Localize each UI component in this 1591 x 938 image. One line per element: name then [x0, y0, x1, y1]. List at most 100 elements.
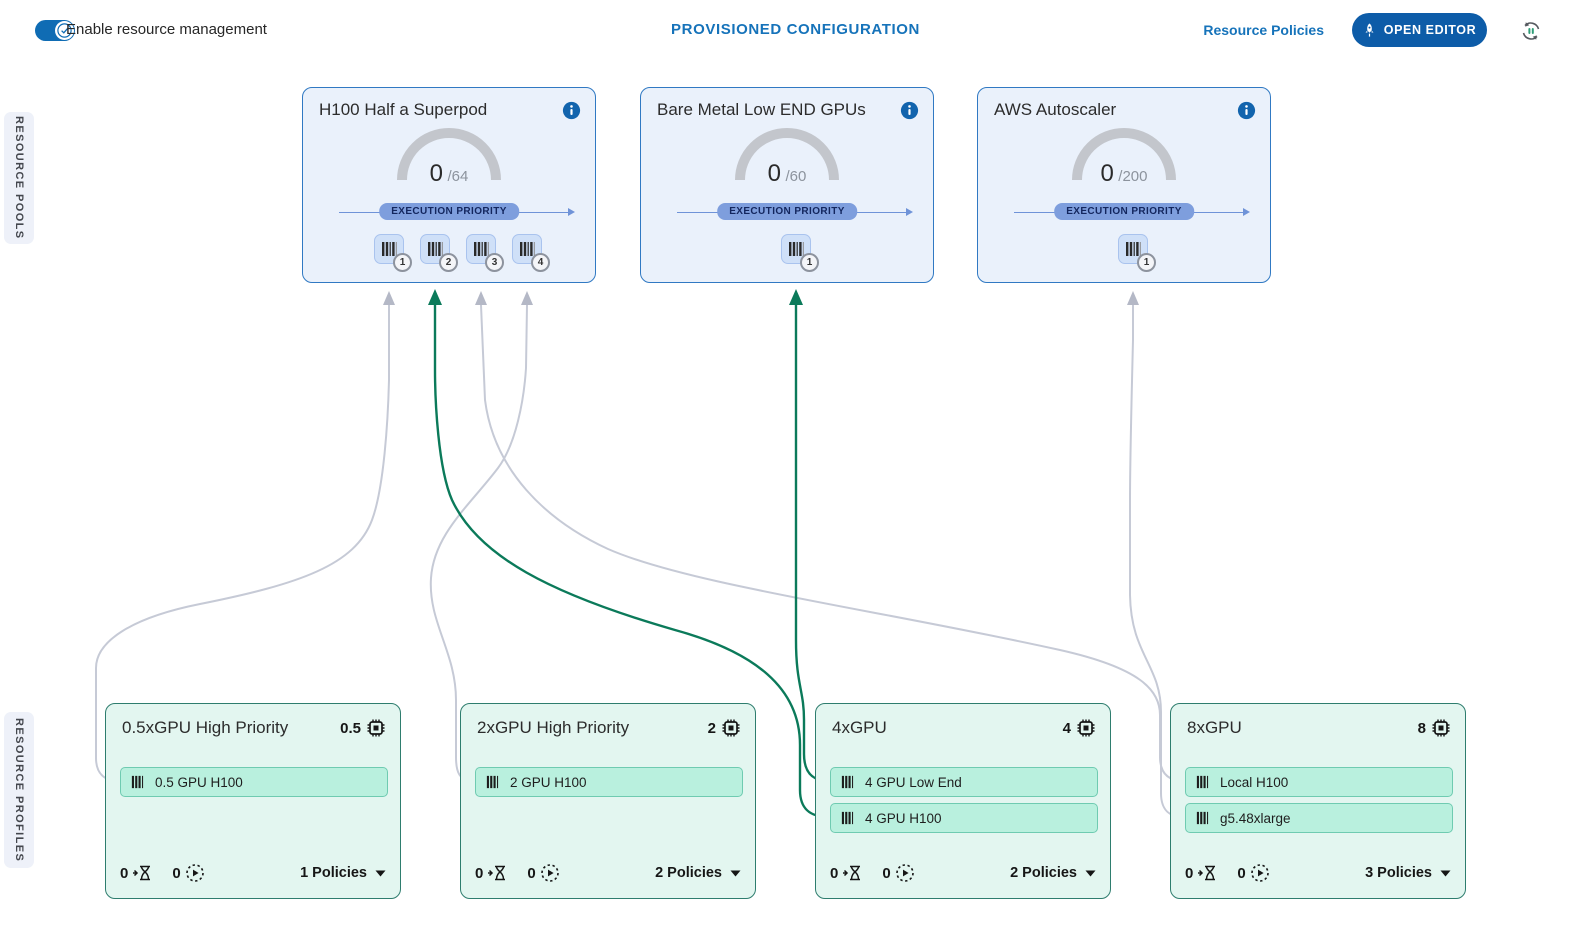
- chevron-down-icon: [375, 870, 386, 876]
- pending-stat: 0: [475, 864, 509, 882]
- priority-number-badge: 2: [439, 253, 458, 272]
- profile-footer: 0 0 1 Policies: [120, 861, 386, 885]
- profile-card-0-5xgpu-high-priority[interactable]: 0.5xGPU High Priority 0.5 0.5 GPU H100 0: [105, 703, 401, 899]
- policies-dropdown[interactable]: 1 Policies: [300, 865, 386, 881]
- priority-number-badge: 4: [531, 253, 550, 272]
- priority-number-badge: 1: [393, 253, 412, 272]
- gpu-type-label: Local H100: [1220, 774, 1289, 790]
- barcode-icon: [520, 242, 535, 256]
- resource-policies-link[interactable]: Resource Policies: [1203, 22, 1324, 38]
- gpu-type-label: 4 GPU H100: [865, 810, 942, 826]
- profile-footer: 0 0 3 Policies: [1185, 861, 1451, 885]
- priority-number-badge: 3: [485, 253, 504, 272]
- sync-pause-icon[interactable]: [1519, 19, 1543, 43]
- pending-hourglass-icon: [488, 865, 506, 881]
- running-stat: 0: [527, 863, 559, 883]
- chip-icon: [367, 719, 385, 737]
- pool-capacity: /60: [785, 168, 807, 185]
- gpu-type-chip[interactable]: 0.5 GPU H100: [120, 767, 388, 797]
- open-editor-button[interactable]: OPEN EDITOR: [1352, 13, 1487, 47]
- gpu-type-label: g5.48xlarge: [1220, 810, 1291, 826]
- rocket-icon: [1365, 23, 1374, 37]
- execution-priority-axis: EXECUTION PRIORITY: [303, 203, 595, 221]
- profile-card-2xgpu-high-priority[interactable]: 2xGPU High Priority 2 2 GPU H100 0: [460, 703, 756, 899]
- profile-chip[interactable]: 3: [466, 234, 504, 272]
- profile-card-4xgpu[interactable]: 4xGPU 4 4 GPU Low End 4 GPU H100: [815, 703, 1111, 899]
- pending-hourglass-icon: [1198, 865, 1216, 881]
- gpu-type-chip[interactable]: 4 GPU H100: [830, 803, 1098, 833]
- toggle-label: Enable resource management: [66, 21, 267, 38]
- policies-label: 3 Policies: [1365, 865, 1432, 881]
- chip-icon: [722, 719, 740, 737]
- pending-hourglass-icon: [133, 865, 151, 881]
- policies-label: 2 Policies: [1010, 865, 1077, 881]
- pending-count: 0: [830, 864, 839, 882]
- pending-count: 0: [475, 864, 484, 882]
- pending-count: 0: [1185, 864, 1194, 882]
- page-title: PROVISIONED CONFIGURATION: [671, 21, 920, 38]
- barcode-icon: [474, 242, 489, 256]
- profile-chip[interactable]: 1: [781, 234, 819, 272]
- pool-profile-chips: 1 2 3 4: [312, 234, 604, 272]
- connector-2xgpu-h100: [429, 304, 528, 782]
- profile-chip[interactable]: 2: [420, 234, 458, 272]
- gpu-type-chip[interactable]: Local H100: [1185, 767, 1453, 797]
- arrowhead: [475, 291, 487, 305]
- pool-name: H100 Half a Superpod: [319, 100, 488, 119]
- pending-count: 0: [120, 864, 129, 882]
- policies-dropdown[interactable]: 2 Policies: [1010, 865, 1096, 881]
- pool-capacity: /64: [447, 168, 469, 185]
- chip-icon: [1077, 719, 1095, 737]
- execution-priority-badge: EXECUTION PRIORITY: [379, 203, 519, 220]
- running-play-icon: [540, 864, 559, 882]
- gpu-type-chip[interactable]: 4 GPU Low End: [830, 767, 1098, 797]
- gpu-count-value: 0.5: [340, 719, 361, 737]
- profile-name: 4xGPU: [832, 718, 887, 737]
- pool-used: 0: [767, 160, 782, 187]
- info-icon[interactable]: [1237, 101, 1256, 120]
- pool-card-aws-autoscaler[interactable]: AWS Autoscaler 0 /200 EXECUTION PRIORITY…: [977, 87, 1271, 283]
- connector-halfgpu-h100: [95, 305, 390, 782]
- running-stat: 0: [172, 863, 204, 883]
- priority-arrow-icon: [906, 208, 913, 216]
- gpu-count-value: 2: [707, 719, 716, 737]
- profile-chip[interactable]: 4: [512, 234, 550, 272]
- chip-icon: [1432, 719, 1450, 737]
- policies-label: 1 Policies: [300, 865, 367, 881]
- pool-name: Bare Metal Low END GPUs: [657, 100, 866, 119]
- gpu-type-chip[interactable]: 2 GPU H100: [475, 767, 743, 797]
- profile-chip[interactable]: 1: [374, 234, 412, 272]
- profile-name: 2xGPU High Priority: [477, 718, 630, 737]
- pool-card-h100-half-superpod[interactable]: H100 Half a Superpod 0 /64 EXECUTION PRI…: [302, 87, 596, 283]
- profile-chip[interactable]: 1: [1118, 234, 1156, 272]
- pending-hourglass-icon: [843, 865, 861, 881]
- barcode-icon: [1196, 811, 1209, 825]
- barcode-icon: [1196, 775, 1209, 789]
- profile-footer: 0 0 2 Policies: [830, 861, 1096, 885]
- enable-resource-management-toggle[interactable]: [35, 20, 75, 41]
- pool-card-bare-metal-low-end[interactable]: Bare Metal Low END GPUs 0 /60 EXECUTION …: [640, 87, 934, 283]
- toggle-check-icon: [55, 21, 74, 40]
- policies-dropdown[interactable]: 2 Policies: [655, 865, 741, 881]
- running-count: 0: [527, 864, 536, 882]
- priority-arrow-icon: [568, 208, 575, 216]
- pool-name: AWS Autoscaler: [994, 100, 1117, 119]
- pool-usage: 0 /60: [641, 160, 933, 188]
- profile-card-8xgpu[interactable]: 8xGPU 8 Local H100 g5.48xlarge 0: [1170, 703, 1466, 899]
- connector-4xgpu-baremetal: [794, 305, 830, 783]
- profile-footer: 0 0 2 Policies: [475, 861, 741, 885]
- resource-pools-label: RESOURCE POOLS: [13, 116, 25, 240]
- info-icon[interactable]: [562, 101, 581, 120]
- policies-dropdown[interactable]: 3 Policies: [1365, 865, 1451, 881]
- priority-number-badge: 1: [1137, 253, 1156, 272]
- gpu-type-chip[interactable]: g5.48xlarge: [1185, 803, 1453, 833]
- execution-priority-axis: EXECUTION PRIORITY: [978, 203, 1270, 221]
- arrowhead: [428, 289, 442, 305]
- barcode-icon: [382, 242, 397, 256]
- execution-priority-badge: EXECUTION PRIORITY: [1054, 203, 1194, 220]
- info-icon[interactable]: [900, 101, 919, 120]
- execution-priority-axis: EXECUTION PRIORITY: [641, 203, 933, 221]
- pool-usage: 0 /64: [303, 160, 595, 188]
- resource-pools-tab: RESOURCE POOLS: [4, 112, 34, 244]
- priority-arrow-icon: [1243, 208, 1250, 216]
